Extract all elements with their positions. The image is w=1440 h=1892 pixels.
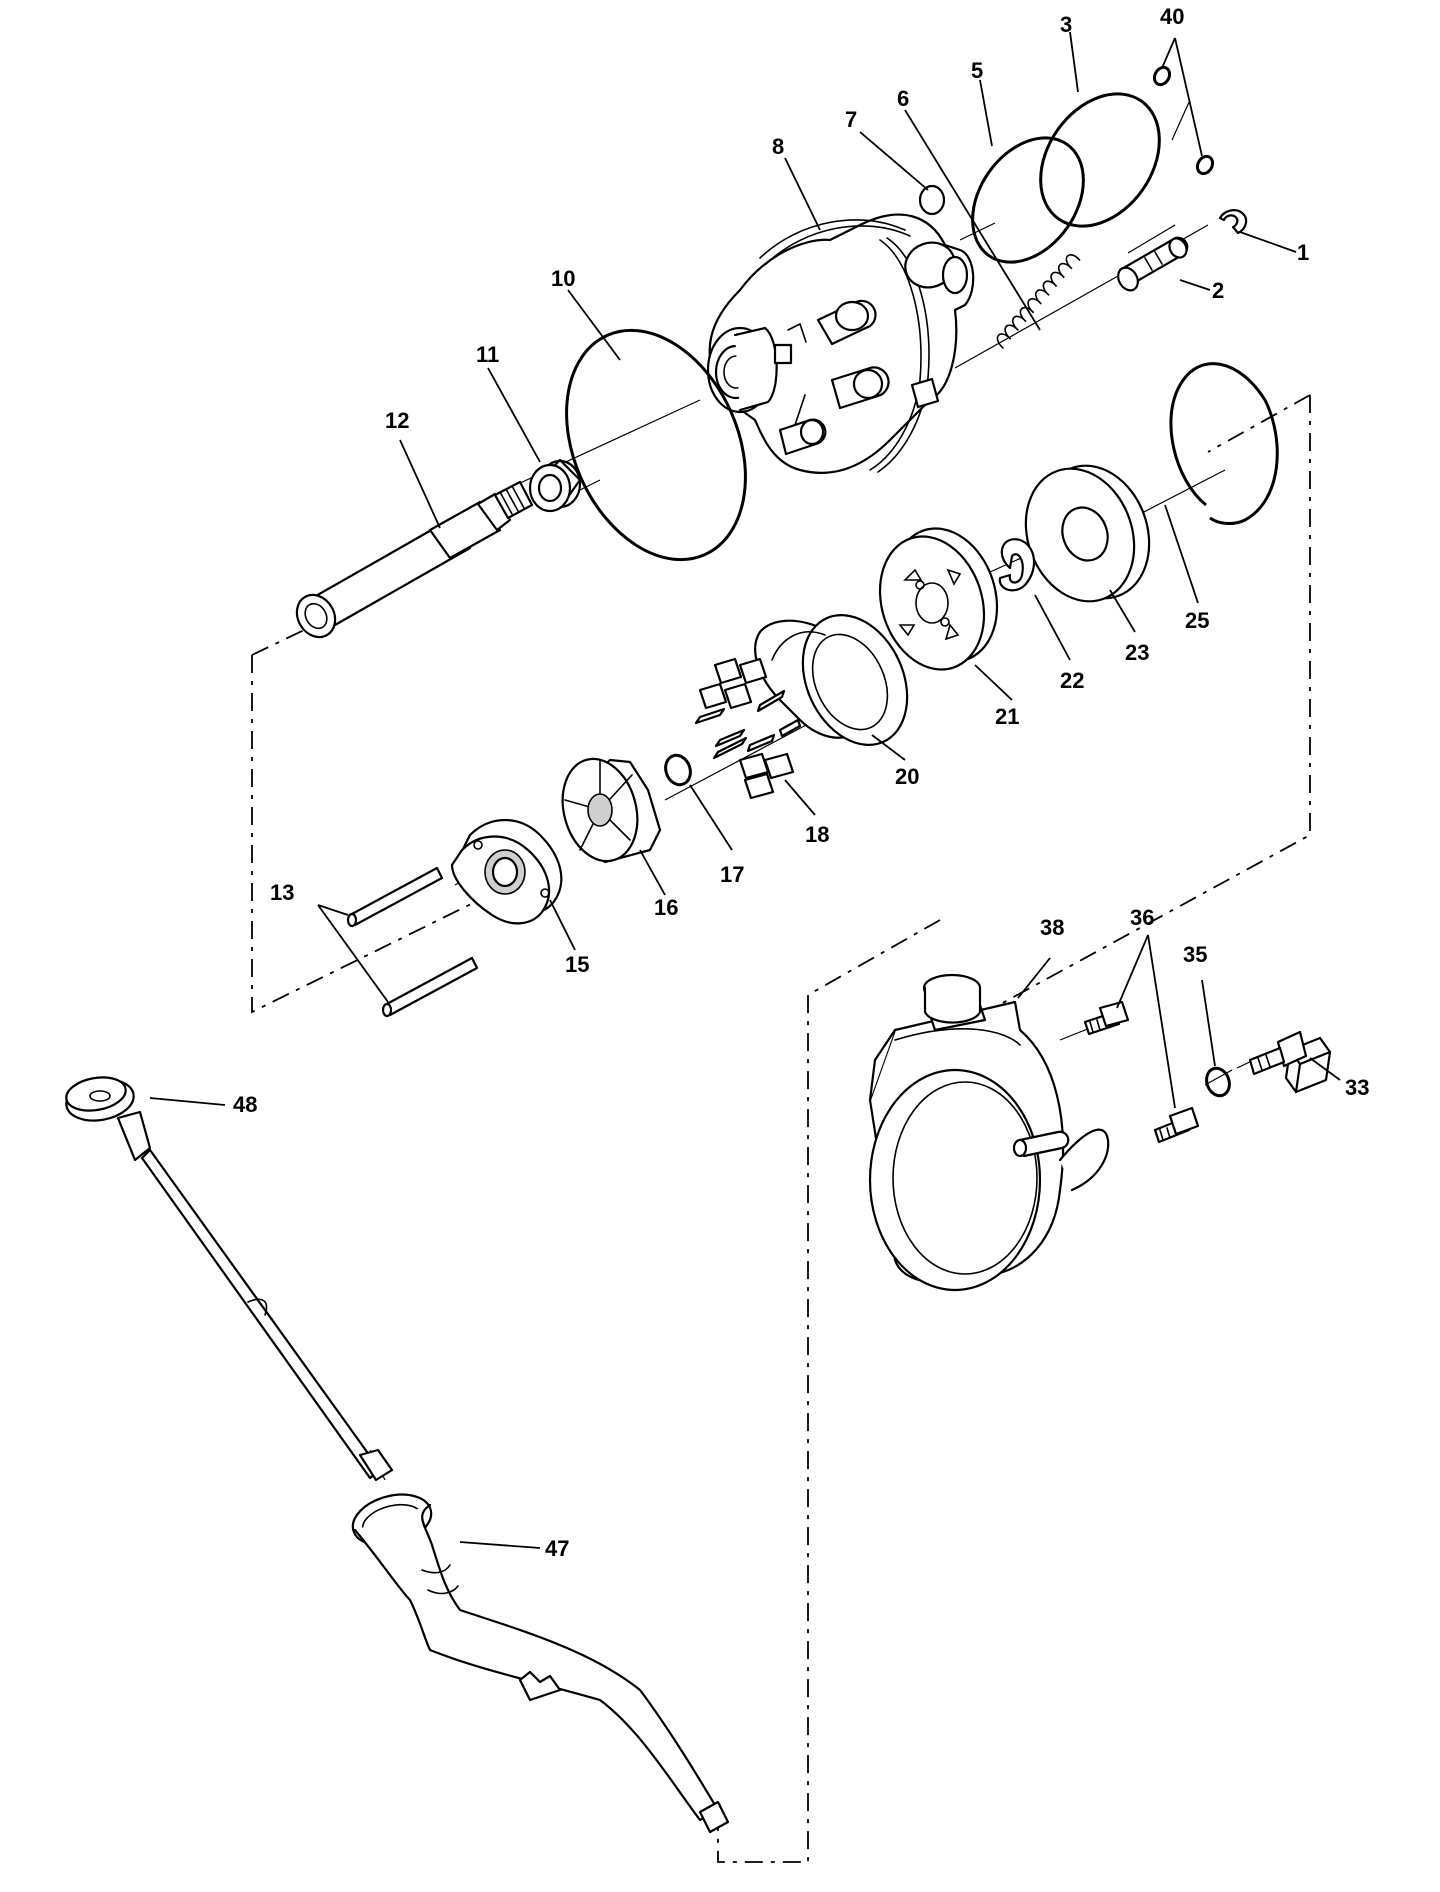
part-16-rotor xyxy=(561,757,662,864)
callout-7: 7 xyxy=(845,107,857,132)
callout-3: 3 xyxy=(1060,12,1072,37)
callout-labels: 1 2 3 5 6 7 8 10 11 12 13 15 16 17 18 20… xyxy=(233,4,1369,1561)
callout-33: 33 xyxy=(1345,1075,1369,1100)
callout-23: 23 xyxy=(1125,640,1149,665)
callout-47: 47 xyxy=(545,1536,569,1561)
callout-10: 10 xyxy=(551,266,575,291)
callout-35: 35 xyxy=(1183,942,1207,967)
callout-16: 16 xyxy=(654,895,678,920)
part-17-retaining-ring xyxy=(664,753,692,787)
callout-6: 6 xyxy=(897,86,909,111)
part-10-o-ring xyxy=(565,328,747,562)
callout-18: 18 xyxy=(805,822,829,847)
part-35-washer xyxy=(1205,1066,1231,1098)
part-1-retaining-ring xyxy=(1218,209,1248,235)
part-11-shaft-seal xyxy=(528,458,582,513)
callout-2: 2 xyxy=(1212,278,1224,303)
part-47-filler-tube xyxy=(351,1493,730,1834)
callout-11: 11 xyxy=(476,342,499,367)
part-38-reservoir xyxy=(868,973,1110,1292)
part-15-thrust-plate xyxy=(450,818,563,925)
callout-8: 8 xyxy=(772,134,784,159)
callout-15: 15 xyxy=(565,952,589,977)
part-48-dipstick-cap xyxy=(65,1076,394,1482)
part-21-pressure-plate xyxy=(878,527,999,671)
callout-36: 36 xyxy=(1130,905,1154,930)
callout-1: 1 xyxy=(1297,240,1309,265)
part-7-plug xyxy=(918,184,946,216)
part-23-end-plate xyxy=(1024,464,1151,603)
part-3-o-ring xyxy=(1039,92,1161,228)
part-33-bolt xyxy=(1248,1030,1332,1094)
callout-17: 17 xyxy=(720,862,744,887)
assembly-guide-lines xyxy=(251,394,1311,1863)
callout-leader-lines xyxy=(149,31,1341,1549)
part-2-flow-control-fitting xyxy=(1117,236,1189,292)
callout-13: 13 xyxy=(270,880,294,905)
callout-48: 48 xyxy=(233,1092,257,1117)
callout-20: 20 xyxy=(895,764,919,789)
part-13-dowel-pins xyxy=(346,866,479,1018)
callout-40: 40 xyxy=(1160,4,1184,29)
callout-25: 25 xyxy=(1185,608,1209,633)
part-40-small-o-rings xyxy=(1152,65,1215,176)
part-20-pump-ring xyxy=(754,614,909,746)
part-22-spring-clip xyxy=(998,538,1036,592)
part-5-o-ring xyxy=(971,136,1085,264)
callout-5: 5 xyxy=(971,58,983,83)
callout-22: 22 xyxy=(1060,668,1084,693)
part-25-snap-ring xyxy=(1169,362,1279,525)
callout-12: 12 xyxy=(385,408,409,433)
part-8-pump-housing xyxy=(706,213,975,474)
callout-38: 38 xyxy=(1040,915,1064,940)
part-18-vanes xyxy=(694,657,802,800)
part-36-fittings xyxy=(1083,1000,1200,1144)
part-12-drive-shaft xyxy=(295,480,534,639)
part-6-spring xyxy=(996,254,1081,349)
callout-21: 21 xyxy=(995,704,1019,729)
